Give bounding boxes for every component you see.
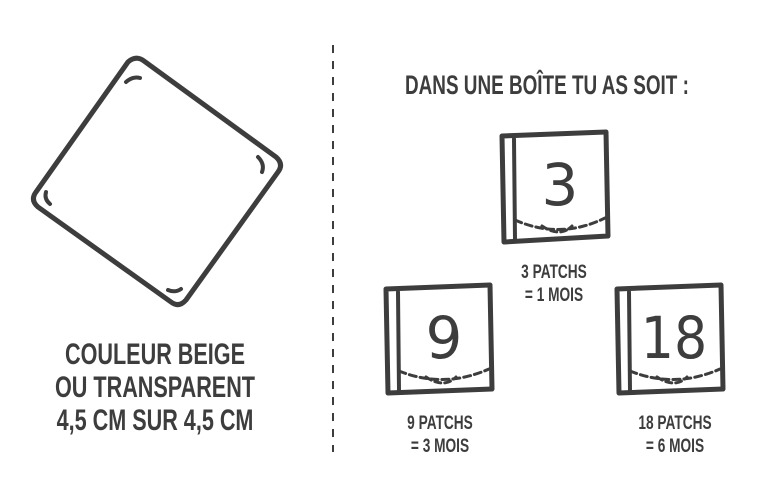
duration: = 1 MOIS: [524, 285, 584, 306]
description-line: 4,5 CM SUR 4,5 CM: [56, 404, 254, 437]
patch-count: 18 PATCHS: [638, 413, 712, 434]
box-number-3: 3: [542, 151, 579, 219]
description-line: COULEUR BEIGE: [64, 338, 246, 371]
box-3-label: 3 PATCHS = 1 MOIS: [496, 261, 611, 307]
box-3-icon: [499, 129, 611, 245]
patch-count: 3 PATCHS: [521, 262, 587, 283]
box-9-icon: [383, 282, 495, 396]
box-9-label: 9 PATCHS = 3 MOIS: [382, 412, 497, 458]
patch-description: COULEUR BEIGE OU TRANSPARENT 4,5 CM SUR …: [11, 338, 299, 437]
patch-icon: [30, 55, 284, 308]
patch-count: 9 PATCHS: [407, 413, 473, 434]
box-18-icon: [614, 282, 726, 396]
duration: = 3 MOIS: [410, 436, 470, 457]
box-number-18: 18: [641, 305, 707, 372]
description-line: OU TRANSPARENT: [54, 371, 256, 404]
box-options-title: DANS UNE BOÎTE TU AS SOIT :: [405, 70, 689, 100]
box-18-label: 18 PATCHS = 6 MOIS: [617, 412, 732, 458]
box-number-9: 9: [426, 304, 463, 372]
duration: = 6 MOIS: [645, 436, 705, 457]
